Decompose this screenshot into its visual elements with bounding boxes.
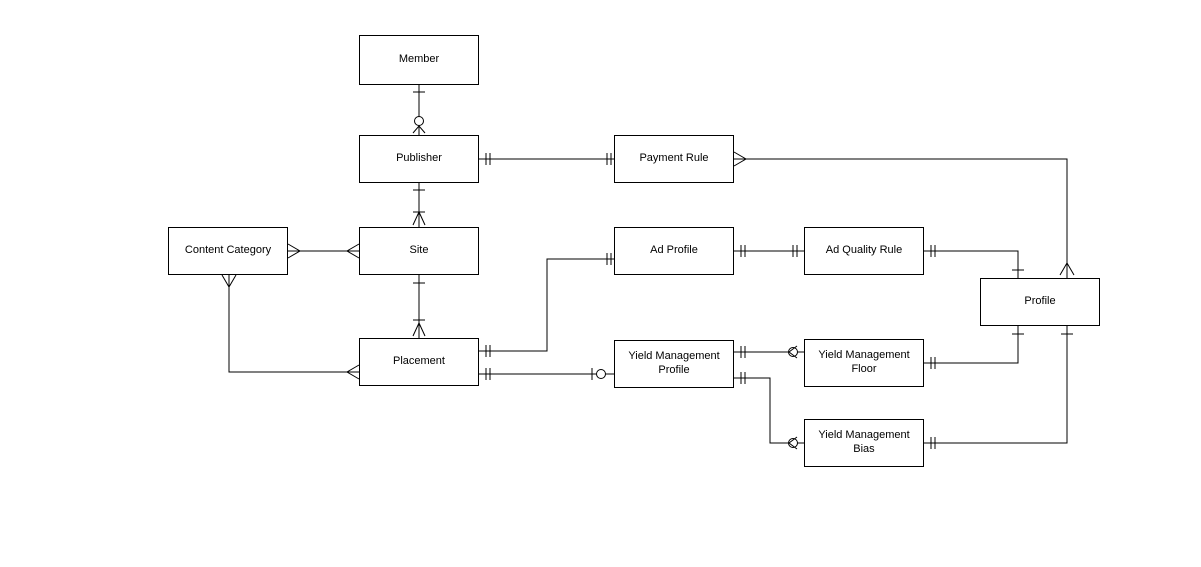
entity-label: Member [398, 53, 440, 66]
entity-label: Ad Quality Rule [825, 244, 903, 257]
entity-label: Yield Management Floor [818, 349, 910, 375]
entity-yield-management-profile[interactable]: Yield Management Profile [614, 340, 734, 388]
entity-placement[interactable]: Placement [359, 338, 479, 386]
link-adprofile-adqualityrule [734, 245, 804, 257]
entity-label: Site [409, 244, 429, 257]
link-contentcategory-site [287, 243, 360, 259]
link-publisher-paymentrule [479, 153, 614, 165]
link-member-publisher [412, 85, 426, 135]
link-site-placement [412, 275, 426, 338]
link-placement-yieldmanagementprofile [479, 368, 614, 380]
entity-label: Profile [1024, 295, 1056, 308]
entity-label: Publisher [396, 152, 442, 165]
link-ymprofile-ymbias [734, 372, 804, 450]
link-placement-adprofile [479, 253, 614, 357]
link-contentcategory-placement [221, 274, 360, 380]
link-publisher-site [412, 183, 426, 227]
entity-content-category[interactable]: Content Category [168, 227, 288, 275]
link-ymprofile-ymfloor [734, 345, 804, 359]
entity-profile[interactable]: Profile [980, 278, 1100, 326]
entity-site[interactable]: Site [359, 227, 479, 275]
entity-yield-management-bias[interactable]: Yield Management Bias [804, 419, 924, 467]
link-paymentrule-profile [733, 151, 1075, 278]
entity-publisher[interactable]: Publisher [359, 135, 479, 183]
entity-ad-quality-rule[interactable]: Ad Quality Rule [804, 227, 924, 275]
entity-label: Payment Rule [639, 152, 709, 165]
entity-ad-profile[interactable]: Ad Profile [614, 227, 734, 275]
entity-yield-management-floor[interactable]: Yield Management Floor [804, 339, 924, 387]
link-ymbias-profile [924, 326, 1073, 449]
entity-label: Content Category [184, 244, 272, 257]
entity-payment-rule[interactable]: Payment Rule [614, 135, 734, 183]
link-adqualityrule-profile [924, 245, 1024, 278]
entity-label: Yield Management Bias [818, 429, 910, 455]
entity-label: Placement [393, 355, 445, 368]
entity-member[interactable]: Member [359, 35, 479, 85]
entity-label: Ad Profile [650, 244, 698, 257]
link-ymfloor-profile [924, 326, 1024, 369]
entity-label: Yield Management Profile [628, 350, 720, 376]
